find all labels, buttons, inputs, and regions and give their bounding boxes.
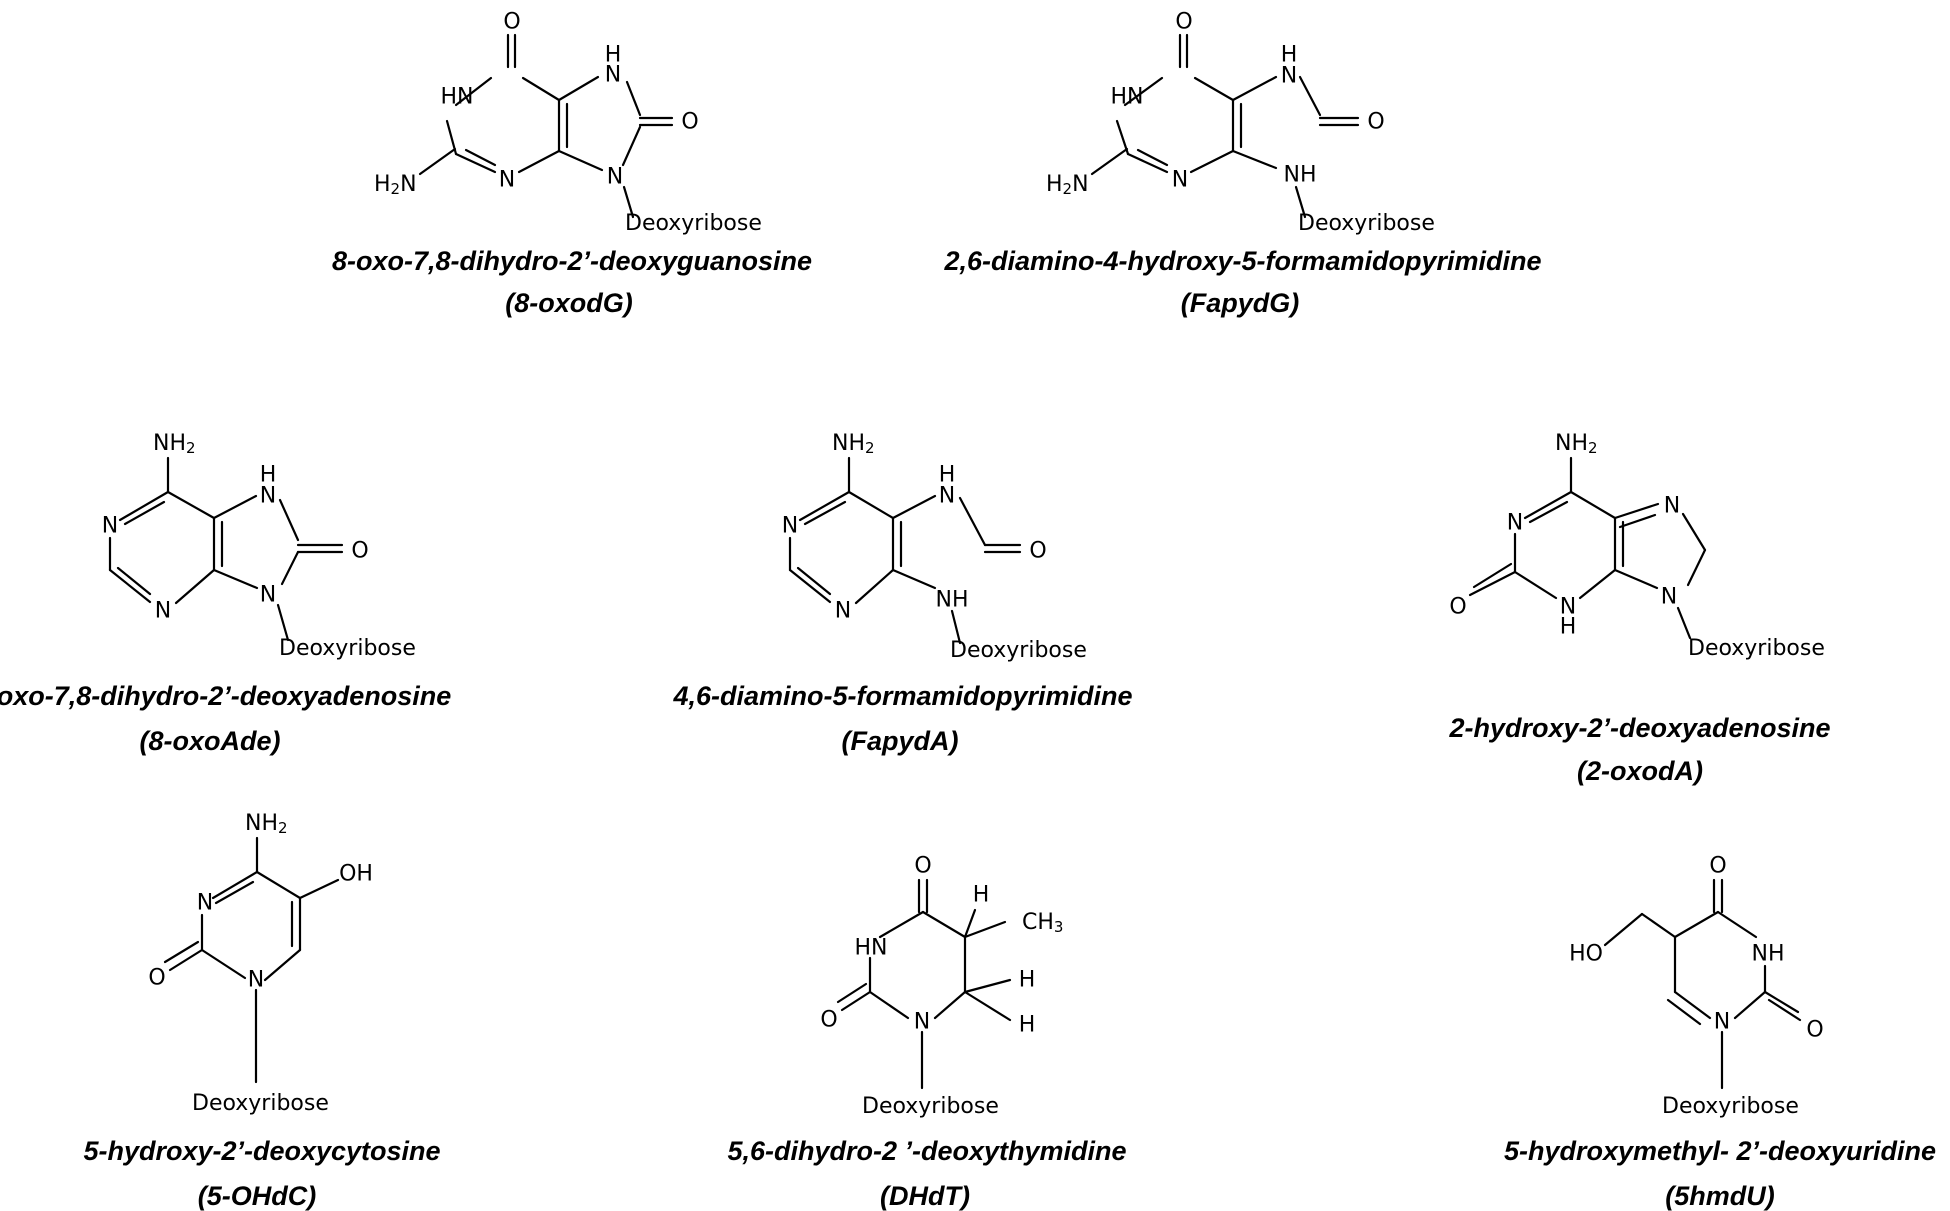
atom-H2N: H2N bbox=[374, 172, 417, 199]
atom-N: N bbox=[499, 168, 515, 193]
atom-O: O bbox=[914, 854, 931, 879]
atom-N: N bbox=[782, 514, 798, 539]
sugar-label: Deoxyribose bbox=[625, 211, 762, 236]
molecule-FapydG: O HN H N O H2N N NH Deoxyribose 2,6-diam… bbox=[943, 10, 1541, 319]
sugar-label: Deoxyribose bbox=[862, 1094, 999, 1119]
caption-abbrev: (8-oxoAde) bbox=[140, 726, 281, 756]
atom-O: O bbox=[148, 966, 165, 991]
atom-NH2: NH2 bbox=[153, 431, 196, 458]
caption-abbrev: (FapydA) bbox=[842, 726, 959, 756]
atom-O: O bbox=[1029, 539, 1046, 564]
atom-HN: HN bbox=[441, 85, 474, 110]
molecule-5hmdU: O HO NH O N Deoxyribose 5-hydroxymethyl-… bbox=[1504, 854, 1936, 1211]
atom-H: H bbox=[1560, 615, 1577, 640]
atom-NH2: NH2 bbox=[1555, 431, 1598, 458]
caption-name: 5-hydroxy-2’-deoxycytosine bbox=[83, 1136, 440, 1166]
atom-O: O bbox=[1709, 854, 1726, 879]
atom-N: N bbox=[914, 1010, 930, 1035]
caption-name: 8-oxo-7,8-dihydro-2’-deoxyadenosine bbox=[0, 681, 451, 711]
atom-NH2: NH2 bbox=[245, 811, 288, 838]
molecule-8-oxoAde: NH2 N H N O N N Deoxyribose 8-oxo-7,8-di… bbox=[0, 431, 451, 757]
atom-NH: NH bbox=[936, 588, 969, 613]
atom-H: H bbox=[1019, 1013, 1036, 1038]
atom-OH: OH bbox=[339, 862, 373, 887]
atom-H2N: H2N bbox=[1046, 172, 1089, 199]
sugar-label: Deoxyribose bbox=[1298, 211, 1435, 236]
atom-N: N bbox=[260, 583, 276, 608]
atom-CH3: CH3 bbox=[1022, 910, 1063, 937]
atom-HO: HO bbox=[1569, 942, 1603, 967]
molecule-DHdT: O HN H CH3 H H O N Deoxyribose 5,6-dihyd… bbox=[727, 854, 1126, 1211]
molecule-5-OHdC: NH2 N OH O N Deoxyribose 5-hydroxy-2’-de… bbox=[83, 811, 440, 1211]
sugar-label: Deoxyribose bbox=[192, 1091, 329, 1116]
atom-N: N bbox=[1560, 595, 1576, 620]
atom-O: O bbox=[1175, 10, 1192, 35]
caption-abbrev: (2-oxodA) bbox=[1577, 756, 1703, 786]
atom-N: N bbox=[1664, 494, 1680, 519]
bonds bbox=[836, 878, 1012, 1090]
atom-O: O bbox=[1449, 595, 1466, 620]
atom-N: N bbox=[248, 968, 264, 993]
caption-name: 2,6-diamino-4-hydroxy-5-formamidopyrimid… bbox=[943, 246, 1541, 276]
atom-O: O bbox=[820, 1008, 837, 1033]
atom-N: N bbox=[1172, 168, 1188, 193]
atom-O: O bbox=[681, 110, 698, 135]
bonds bbox=[108, 456, 344, 642]
atom-NH2: NH2 bbox=[832, 431, 875, 458]
bonds bbox=[1090, 33, 1360, 219]
atom-HN: HN bbox=[855, 936, 888, 961]
atom-N: N bbox=[197, 891, 213, 916]
molecule-FapydA: NH2 N H N O N NH Deoxyribose 4,6-diamino… bbox=[672, 431, 1132, 757]
atom-NH: NH bbox=[1284, 163, 1317, 188]
atom-O: O bbox=[351, 539, 368, 564]
atom-N: N bbox=[1714, 1010, 1730, 1035]
atom-N: N bbox=[1281, 64, 1297, 89]
atom-N: N bbox=[1661, 585, 1677, 610]
caption-name: 5,6-dihydro-2 ’-deoxythymidine bbox=[727, 1136, 1126, 1166]
atom-H: H bbox=[260, 463, 277, 488]
atom-O: O bbox=[1367, 110, 1384, 135]
bonds bbox=[1603, 878, 1802, 1090]
sugar-label: Deoxyribose bbox=[1662, 1094, 1799, 1119]
caption-abbrev: (DHdT) bbox=[880, 1181, 970, 1211]
atom-H: H bbox=[939, 463, 956, 488]
sugar-label: Deoxyribose bbox=[950, 638, 1087, 663]
molecule-8-oxodG: O HN H N O H2N N N Deoxyribose 8-oxo-7,8… bbox=[332, 10, 812, 319]
sugar-label: Deoxyribose bbox=[1688, 636, 1825, 661]
atom-N: N bbox=[1507, 511, 1523, 536]
atom-N: N bbox=[260, 484, 276, 509]
atom-O: O bbox=[503, 10, 520, 35]
atom-N: N bbox=[155, 599, 171, 624]
bonds bbox=[788, 456, 1022, 645]
atom-H: H bbox=[1019, 968, 1036, 993]
caption-name: 4,6-diamino-5-formamidopyrimidine bbox=[672, 681, 1132, 711]
atom-N: N bbox=[605, 63, 621, 88]
atom-O: O bbox=[1806, 1018, 1823, 1043]
caption-abbrev: (5hmdU) bbox=[1665, 1181, 1775, 1211]
atom-H: H bbox=[973, 883, 990, 908]
atom-HN: HN bbox=[1111, 85, 1144, 110]
atom-N: N bbox=[102, 514, 118, 539]
molecule-2-oxodA: NH2 N N O N H N Deoxyribose 2-hydroxy-2’… bbox=[1448, 431, 1830, 787]
caption-abbrev: (5-OHdC) bbox=[198, 1181, 316, 1211]
caption-name: 5-hydroxymethyl- 2’-deoxyuridine bbox=[1504, 1136, 1936, 1166]
bonds bbox=[163, 836, 340, 1084]
atom-H: H bbox=[1281, 43, 1298, 68]
bonds bbox=[1468, 456, 1707, 640]
atom-H: H bbox=[605, 43, 622, 68]
caption-name: 2-hydroxy-2’-deoxyadenosine bbox=[1448, 713, 1830, 743]
atom-N: N bbox=[835, 599, 851, 624]
caption-abbrev: (8-oxodG) bbox=[505, 288, 633, 318]
sugar-label: Deoxyribose bbox=[279, 636, 416, 661]
caption-abbrev: (FapydG) bbox=[1181, 288, 1300, 318]
caption-name: 8-oxo-7,8-dihydro-2’-deoxyguanosine bbox=[332, 246, 812, 276]
atom-N: N bbox=[607, 165, 623, 190]
bonds bbox=[418, 33, 674, 219]
atom-N: N bbox=[939, 484, 955, 509]
atom-NH: NH bbox=[1752, 942, 1785, 967]
